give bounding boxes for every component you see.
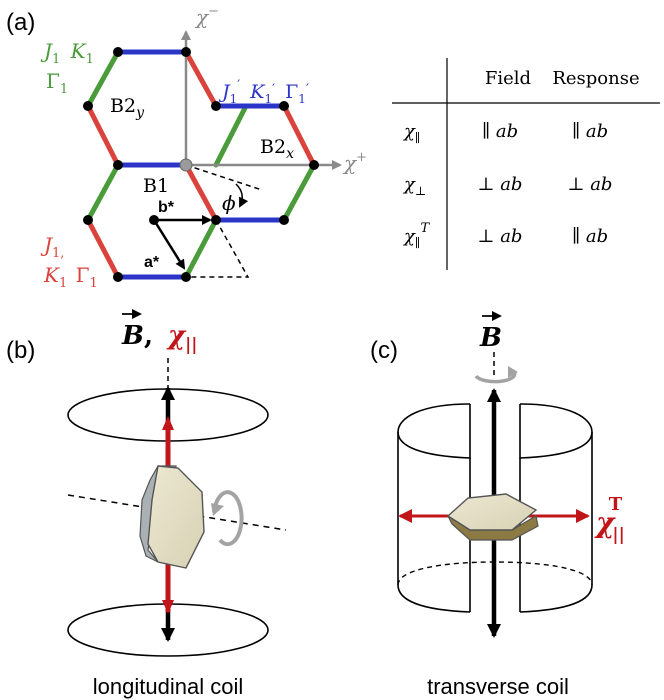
phi-angle-arc: [235, 183, 249, 208]
b2y-label: B2y: [110, 95, 145, 121]
crystal-face: [147, 465, 205, 569]
table-row-symbol: χ∥: [402, 121, 420, 145]
red-bond: [85, 103, 121, 168]
b2x-label: B2x: [260, 136, 294, 162]
table-header-response: Response: [552, 68, 639, 89]
longitudinal-coil: [67, 358, 287, 657]
table-cell: ⊥ ab: [478, 226, 523, 247]
red-bond: [85, 217, 121, 280]
panel-a-label: (a): [6, 9, 35, 36]
caption-transverse: transverse coil: [427, 674, 569, 699]
green-bond: [85, 49, 121, 109]
coil-right-half: [519, 403, 593, 613]
red-arrowhead-bottom: [162, 600, 174, 614]
svg-text:B: B: [479, 323, 502, 353]
chi-plus-label: χ+: [342, 150, 367, 175]
table-row-symbol: χ⊥: [402, 174, 426, 198]
green-bond: [183, 217, 219, 280]
origin-dot: [149, 215, 159, 225]
svg-text:χ||: χ||: [166, 321, 197, 355]
panel-b-title: B, χ||: [121, 309, 197, 355]
center-site: [179, 158, 193, 172]
transverse-coil: [397, 352, 593, 638]
red-bond-label-2: K1 Γ1: [43, 263, 98, 292]
green-bond-gamma: Γ1: [46, 69, 68, 97]
red-bond: [183, 162, 219, 223]
red-arrowhead-top: [162, 416, 174, 430]
green-bond: [85, 162, 121, 223]
crystal-platelet: [139, 465, 205, 569]
coil-left-top-rim: [397, 404, 471, 459]
phi-label: ϕ: [222, 191, 236, 215]
red-bond: [183, 49, 219, 109]
lattice-sites: [83, 47, 319, 282]
reciprocal-vectors: [152, 215, 212, 270]
rotation-arrowhead: [508, 366, 518, 378]
green-bond: [213, 103, 249, 168]
rotation-arrow-icon: [212, 490, 244, 547]
table-cell: ∥ ab: [572, 226, 608, 247]
table-cell: ⊥ ab: [478, 174, 523, 195]
red-bond: [281, 103, 317, 168]
b-star-label: b*: [158, 199, 175, 216]
dashed-guides: [185, 164, 263, 278]
rotation-arrow-icon: [474, 371, 517, 384]
table-cell: ⊥ ab: [568, 174, 613, 195]
svg-text:B,: B,: [121, 321, 153, 351]
a-star-vector: [152, 219, 186, 270]
coil-right-top-rim: [519, 404, 593, 459]
chi-minus-label: χ−: [194, 4, 219, 29]
honeycomb-lattice: [85, 49, 317, 280]
b1-label: B1: [143, 175, 169, 197]
panel-c-label: (c): [370, 337, 398, 364]
panel-c-title: B: [479, 311, 502, 353]
crystal-platelet: [446, 493, 539, 541]
caption-longitudinal: longitudinal coil: [93, 674, 243, 699]
crystal-face: [446, 493, 538, 531]
red-bond-label: J1,: [40, 233, 64, 261]
table-cell: ∥ ab: [572, 121, 608, 142]
chi-parallel-T-label: χ||T: [594, 494, 625, 545]
coil-left-half: [397, 403, 471, 613]
rotation-arrowhead: [211, 503, 224, 516]
coil-bottom-dashed: [397, 561, 593, 586]
panel-b-label: (b): [6, 337, 35, 364]
green-bond-label: J1 K1: [40, 39, 94, 68]
green-bond: [281, 162, 317, 223]
a-star-label: a*: [144, 254, 160, 271]
table-row-symbol: χ∥T: [402, 221, 430, 250]
blue-bond-label: J1′ K1′ Γ1′: [218, 72, 309, 106]
table-header-field: Field: [485, 68, 531, 89]
susceptibility-table: Field Response χ∥ ∥ ab ∥ ab χ⊥ ⊥ ab ⊥ ab…: [392, 58, 660, 270]
table-cell: ∥ ab: [482, 121, 518, 142]
